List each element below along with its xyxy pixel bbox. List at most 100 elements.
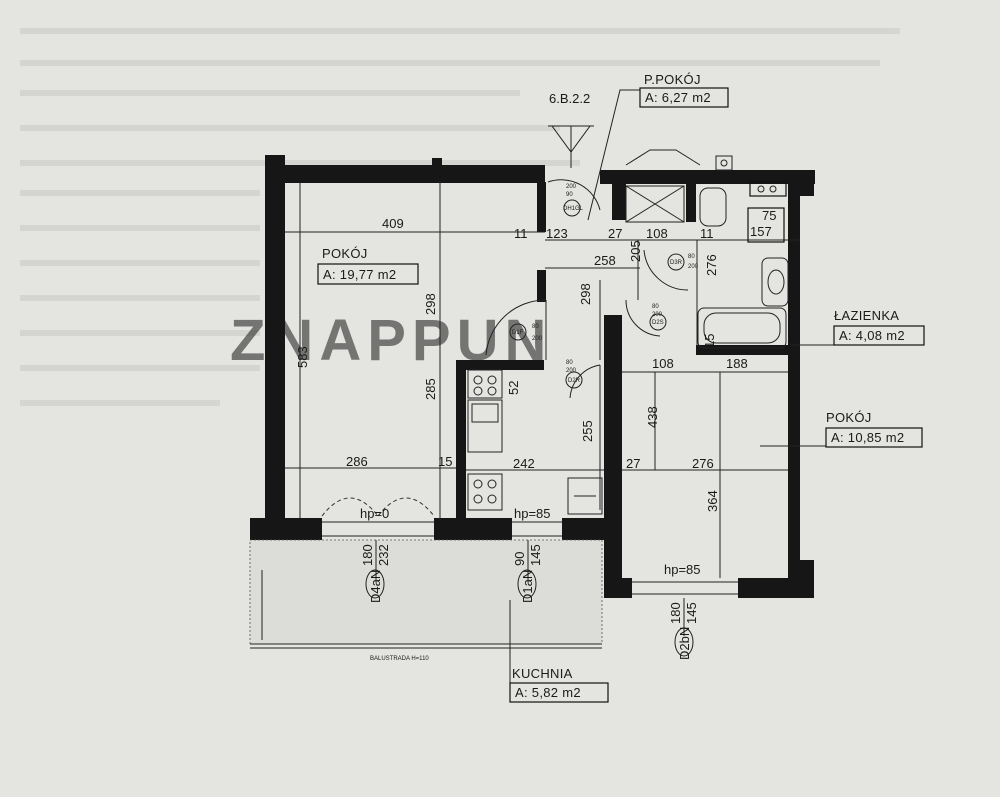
level-marker: 6.B.2.2 [548,91,594,168]
svg-text:255: 255 [580,420,595,442]
door-tag-d1f: D1F 80 200 [509,323,543,342]
svg-text:DH1GL: DH1GL [563,206,584,212]
bathtub [697,307,787,349]
sill-heights: hp=0 hp=85 hp=85 [360,506,701,577]
svg-text:D3R: D3R [670,260,683,266]
svg-text:80: 80 [532,324,539,330]
room-label-lazienka: ŁAZIENKA A: 4,08 m2 [833,308,925,346]
window-tag-d1an: 90 145 D1aN [512,540,543,603]
svg-text:A: 6,27 m2: A: 6,27 m2 [645,90,711,105]
svg-text:52: 52 [506,381,521,395]
svg-text:A: 10,85 m2: A: 10,85 m2 [831,430,904,445]
svg-text:D1aN: D1aN [520,570,535,603]
svg-text:108: 108 [646,226,668,241]
svg-text:27: 27 [608,226,622,241]
svg-text:POKÓJ: POKÓJ [826,410,872,425]
svg-text:364: 364 [705,490,720,512]
svg-text:123: 123 [546,226,568,241]
svg-text:200: 200 [652,312,663,318]
window-tag-d4an: 180 232 D4aN [360,540,391,603]
svg-text:242: 242 [513,456,535,471]
doors: D1F 80 200 D2R 80 200 D3R 80 200 D2S 80 … [485,179,699,399]
svg-text:ŁAZIENKA: ŁAZIENKA [834,308,899,323]
kitchen-sink [467,399,503,453]
svg-text:285: 285 [423,378,438,400]
svg-text:80: 80 [652,304,659,310]
svg-text:409: 409 [382,216,404,231]
room-label-pokoj-2: POKÓJ A: 10,85 m2 [825,410,923,448]
svg-text:15: 15 [438,454,452,469]
svg-text:D2bN: D2bN [677,627,692,660]
svg-text:A: 19,77 m2: A: 19,77 m2 [323,267,396,282]
svg-text:15: 15 [702,334,717,348]
bathroom-fixtures: 75 157 [625,149,789,349]
svg-text:157: 157 [750,224,772,239]
svg-text:P.POKÓJ: P.POKÓJ [644,72,701,87]
svg-text:200: 200 [688,264,699,270]
svg-text:POKÓJ: POKÓJ [322,246,368,261]
svg-text:A: 4,08 m2: A: 4,08 m2 [839,328,905,343]
svg-text:90: 90 [512,552,527,566]
svg-text:D2S: D2S [652,320,664,326]
door-tag-d3r: D3R 80 200 [667,253,699,271]
window-frames [321,497,738,595]
svg-text:276: 276 [704,254,719,276]
svg-text:D1F: D1F [512,330,524,336]
svg-text:A: 5,82 m2: A: 5,82 m2 [515,685,581,700]
svg-text:180: 180 [360,544,375,566]
svg-text:108: 108 [652,356,674,371]
svg-text:11: 11 [700,226,714,241]
door-tag-d2r: D2R 80 200 [565,360,583,389]
svg-text:200: 200 [532,336,543,342]
svg-text:298: 298 [578,283,593,305]
washbasin [761,257,789,307]
svg-text:80: 80 [688,254,695,260]
balcony-area: BALUSTRADA H=110 [249,539,603,662]
svg-text:200: 200 [566,368,577,374]
svg-text:90: 90 [566,192,573,198]
svg-text:286: 286 [346,454,368,469]
window-tag-d2bn: 180 145 D2bN [668,598,699,660]
svg-text:27: 27 [626,456,640,471]
balcony-railing-label: BALUSTRADA H=110 [370,656,429,662]
svg-text:75: 75 [762,208,776,223]
svg-text:438: 438 [645,406,660,428]
svg-text:D4aN: D4aN [368,570,383,603]
room-label-kuchnia: KUCHNIA A: 5,82 m2 [509,666,609,703]
svg-text:hp=0: hp=0 [360,506,389,521]
svg-text:205: 205 [628,240,643,262]
svg-text:6.B.2.2: 6.B.2.2 [549,91,590,106]
boiler-box [749,181,787,197]
svg-text:188: 188 [726,356,748,371]
svg-text:258: 258 [594,253,616,268]
leader-lines [509,89,834,690]
svg-text:200: 200 [566,184,577,190]
room-label-p-pokoj: P.POKÓJ A: 6,27 m2 [639,72,729,108]
svg-text:145: 145 [528,544,543,566]
svg-text:232: 232 [376,544,391,566]
svg-text:276: 276 [692,456,714,471]
svg-text:D2R: D2R [568,378,581,384]
svg-text:180: 180 [668,602,683,624]
svg-text:11: 11 [514,226,528,241]
background-text-lines [20,28,900,406]
svg-text:hp=85: hp=85 [514,506,551,521]
svg-text:hp=85: hp=85 [664,562,701,577]
door-tag-dh1gl: DH1GL 90 200 [563,184,584,217]
shower-tray [567,477,603,515]
svg-text:298: 298 [423,293,438,315]
toilet [699,187,727,227]
cooktop [467,473,503,511]
svg-text:583: 583 [295,346,310,368]
kitchen-fixtures [467,369,603,515]
door-tag-d2s: D2S 80 200 [649,304,667,331]
svg-text:145: 145 [684,602,699,624]
stove-top [467,369,503,399]
dimension-lines [285,182,800,578]
walls [250,155,815,598]
dimension-labels: 409 11 123 27 108 11 258 205 276 298 298… [295,216,748,512]
svg-text:KUCHNIA: KUCHNIA [512,666,573,681]
svg-text:80: 80 [566,360,573,366]
